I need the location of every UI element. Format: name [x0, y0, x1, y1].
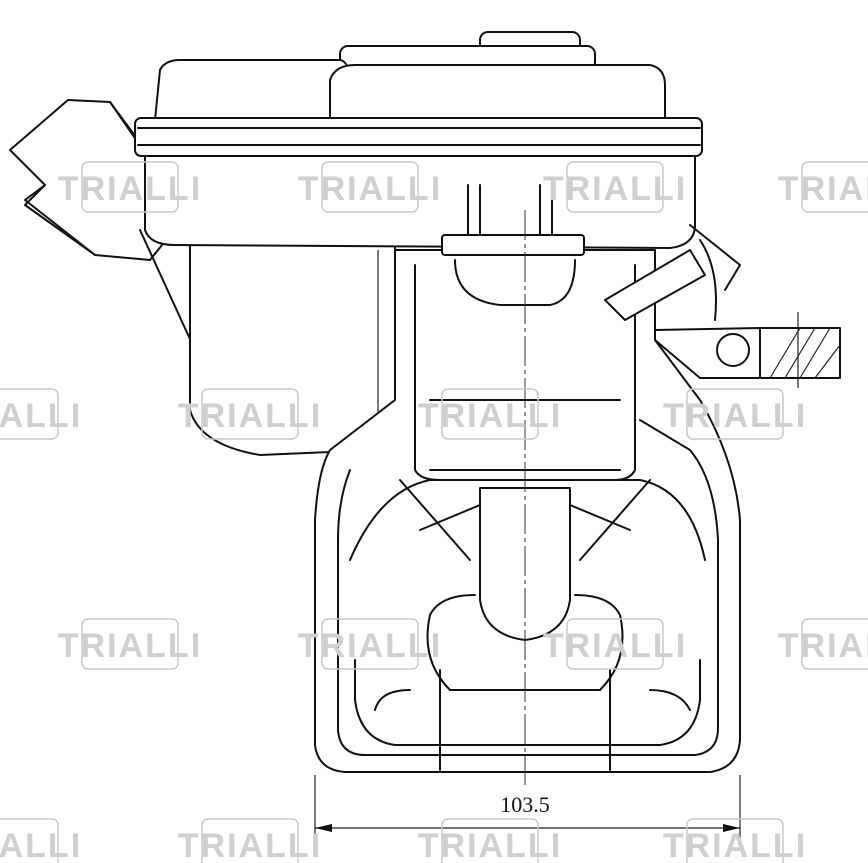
watermark-frame: [801, 161, 868, 213]
watermark-text: TRIALLI: [778, 627, 868, 665]
watermark-frame: [81, 618, 179, 670]
watermark-frame: [801, 618, 868, 670]
watermark-text: TRIALLI: [58, 627, 202, 665]
width-dimension: 103.5: [314, 775, 741, 840]
watermark-text: TRIALLI: [0, 397, 82, 435]
watermark-text: TRIALLI: [0, 827, 82, 863]
watermark-text: TRIALLI: [778, 170, 868, 208]
brake-fluid-reservoir: [134, 31, 703, 256]
watermark-text: TRIALLI: [663, 827, 807, 863]
bleed-screw: [604, 224, 741, 321]
watermark-frame: [0, 818, 59, 863]
mounting-bracket: [654, 312, 841, 388]
dimension-label: 103.5: [500, 792, 550, 817]
watermark-frame: [201, 818, 299, 863]
watermark-text: TRIALLI: [418, 827, 562, 863]
watermark-frame: [0, 388, 59, 440]
watermark-frame: [686, 818, 784, 863]
watermark-text: TRIALLI: [178, 827, 322, 863]
watermark-frame: [441, 818, 539, 863]
